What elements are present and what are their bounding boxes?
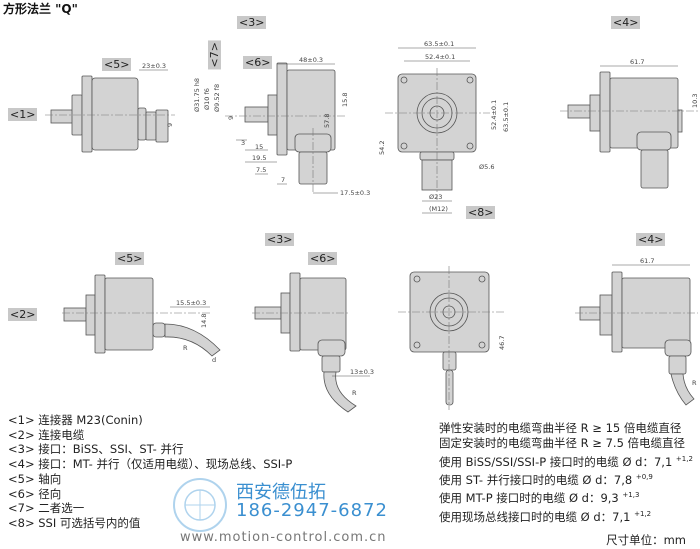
dim-15-8: 15.8 — [341, 93, 349, 107]
dim-7: 7 — [281, 176, 285, 184]
dim-d: d — [212, 356, 216, 364]
dim-54-2: 54.2 — [378, 141, 386, 155]
tag-5-row2: <5> — [115, 252, 145, 265]
tag-1: <1> — [8, 108, 38, 121]
dim-r: R — [692, 379, 697, 387]
legend-item: <8> SSI 可选括号内的值 — [8, 515, 141, 530]
dim-52-4-vertical: 52.4±0.1 — [490, 100, 498, 130]
view-axial-cable: 15.5±0.3 14.8 R d — [62, 274, 221, 364]
tag-6: <6> — [243, 56, 273, 69]
view-side-cable-4: 61.7 R — [575, 257, 698, 406]
note-line: 固定安装时的电缆弯曲半径 R ≥ 7.5 倍电缆直径 — [439, 436, 686, 451]
note-line: 使用 MT-P 接口时的电缆 Ø d：9,3 +1,3 — [439, 491, 640, 506]
dim-14-8: 14.8 — [200, 314, 208, 328]
view-side-interface-4: 61.7 10.3 — [560, 58, 699, 189]
dim-15: 15 — [255, 143, 263, 151]
legend-item: <6> 径向 — [8, 486, 62, 501]
dim-61-7: 61.7 — [640, 257, 654, 265]
dim-3: 3 — [241, 139, 245, 147]
dim-shaft-2: Ø10 f6 — [203, 88, 211, 110]
dim-61-7: 61.7 — [630, 58, 644, 66]
dim-23-dia: Ø23 — [429, 193, 442, 201]
dim-shaft-3: Ø9.52 f8 — [213, 84, 221, 112]
tag-4-row2: <4> — [636, 233, 666, 246]
tag-3: <3> — [237, 16, 267, 29]
view-axial-connector: 23±0.3 9 — [45, 62, 175, 153]
note-line: 使用现场总线接口时的电缆 Ø d：7,1 +1,2 — [439, 509, 652, 524]
dim-7-5: 7.5 — [256, 166, 266, 174]
tag-5: <5> — [102, 58, 132, 71]
legend-item: <3> 接口：BiSS、SSI、ST- 并行 — [8, 442, 184, 457]
dim-shaft-1: Ø31.75 h8 — [193, 78, 201, 112]
dim-m12: (M12) — [429, 205, 448, 213]
dim-17-5: 17.5±0.3 — [340, 189, 370, 197]
dim-13: 13±0.3 — [350, 368, 374, 376]
legend-item: <1> 连接器 M23(Conin) — [8, 413, 143, 427]
tag-7: <7> — [208, 40, 221, 70]
dim-23: 23±0.3 — [142, 62, 166, 70]
dim-5-6: Ø5.6 — [479, 163, 494, 171]
note-line: 使用 ST- 并行接口时的电缆 Ø d：7,8 +0,9 — [439, 472, 653, 487]
view-front-cable: 46.7 — [398, 266, 506, 410]
unit-label: 尺寸单位：mm — [606, 533, 686, 547]
view-radial-connector: 48±0.3 Ø31.75 h8 Ø10 f6 Ø9.52 f8 9 15.8 … — [193, 56, 370, 197]
dim-63-5: 63.5±0.1 — [424, 40, 454, 48]
dim-9: 9 — [227, 116, 235, 120]
view-radial-cable: 13±0.3 R — [252, 272, 374, 413]
tag-8: <8> — [466, 206, 496, 219]
legend-item: <2> 连接电缆 — [8, 427, 85, 442]
legend-item: <7> 二者选一 — [8, 501, 85, 516]
cable-notes: 弹性安装时的电缆弯曲半径 R ≥ 15 倍电缆直径 固定安装时的电缆弯曲半径 R… — [439, 421, 693, 525]
dim-r: R — [352, 389, 357, 397]
dim-57-8: 57.8 — [323, 114, 331, 128]
legend-item: <5> 轴向 — [8, 471, 62, 486]
tag-2: <2> — [8, 308, 38, 321]
dim-52-4: 52.4±0.1 — [425, 53, 455, 61]
dim-63-5-vertical: 63.5±0.1 — [502, 102, 510, 132]
tag-6-row2: <6> — [308, 252, 338, 265]
legend-list: <1> 连接器 M23(Conin) <2> 连接电缆 <3> 接口：BiSS、… — [8, 413, 292, 531]
page-title: 方形法兰 "Q" — [3, 2, 78, 16]
dim-46-7: 46.7 — [498, 336, 506, 350]
note-line: 使用 BiSS/SSI/SSI-P 接口时的电缆 Ø d：7,1 +1,2 — [439, 454, 693, 469]
dim-r: R — [183, 344, 188, 352]
dim-19-5: 19.5 — [252, 154, 266, 162]
dim-15-5: 15.5±0.3 — [176, 299, 206, 307]
tag-3-row2: <3> — [265, 233, 295, 246]
dim-48: 48±0.3 — [299, 56, 323, 64]
dim-10-3: 10.3 — [691, 94, 699, 108]
dim-9: 9 — [166, 123, 174, 127]
tag-4: <4> — [611, 16, 641, 29]
note-line: 弹性安装时的电缆弯曲半径 R ≥ 15 倍电缆直径 — [439, 421, 682, 435]
legend-item: <4> 接口：MT- 并行（仅适用电缆）、现场总线、SSI-P — [8, 457, 293, 472]
view-front-flange: 63.5±0.1 52.4±0.1 52.4±0.1 63.5±0.1 54.2… — [378, 40, 510, 214]
